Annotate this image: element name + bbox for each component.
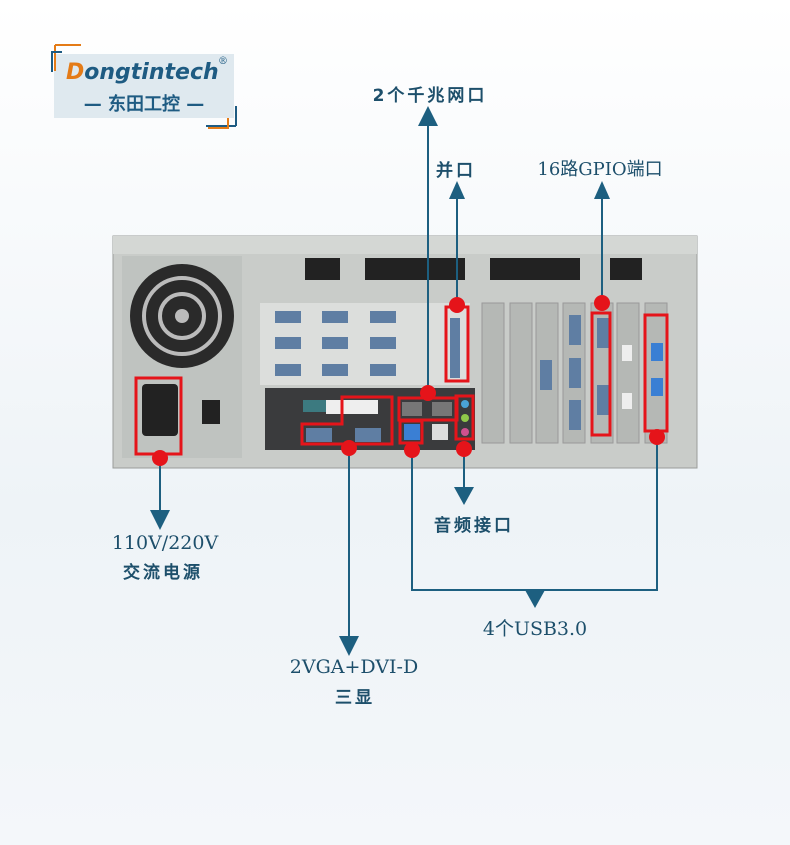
arrow-up-icon	[418, 106, 438, 126]
logo-text: Dongtintech	[66, 60, 219, 85]
highlight-boxes	[134, 305, 669, 456]
arrow-down-icon	[339, 636, 359, 656]
label-display-sub: 三显	[335, 688, 375, 708]
arrow-down-icon	[525, 590, 545, 608]
label-power-voltage: 110V/220V	[111, 532, 219, 554]
power-socket	[142, 384, 178, 436]
power-switch	[202, 400, 220, 424]
marker-dots	[152, 295, 665, 466]
label-usb: 4个USB3.0	[482, 618, 588, 640]
label-power: 交流电源	[123, 563, 203, 583]
arrow-up-icon	[594, 181, 610, 199]
arrow-down-icon	[454, 487, 474, 505]
label-parallel: 并口	[436, 161, 476, 181]
arrow-up-icon	[449, 181, 465, 199]
arrow-down-icon	[150, 510, 170, 530]
logo-chinese: — 东田工控 —	[83, 94, 205, 115]
label-lan: 2个千兆网口	[372, 86, 488, 106]
label-gpio: 16路GPIO端口	[537, 159, 663, 180]
label-display: 2VGA+DVI-D	[289, 656, 419, 678]
brand-logo: Dongtintech ® — 东田工控 —	[54, 54, 234, 118]
label-audio: 音频接口	[434, 516, 514, 536]
arrowheads	[150, 106, 610, 656]
